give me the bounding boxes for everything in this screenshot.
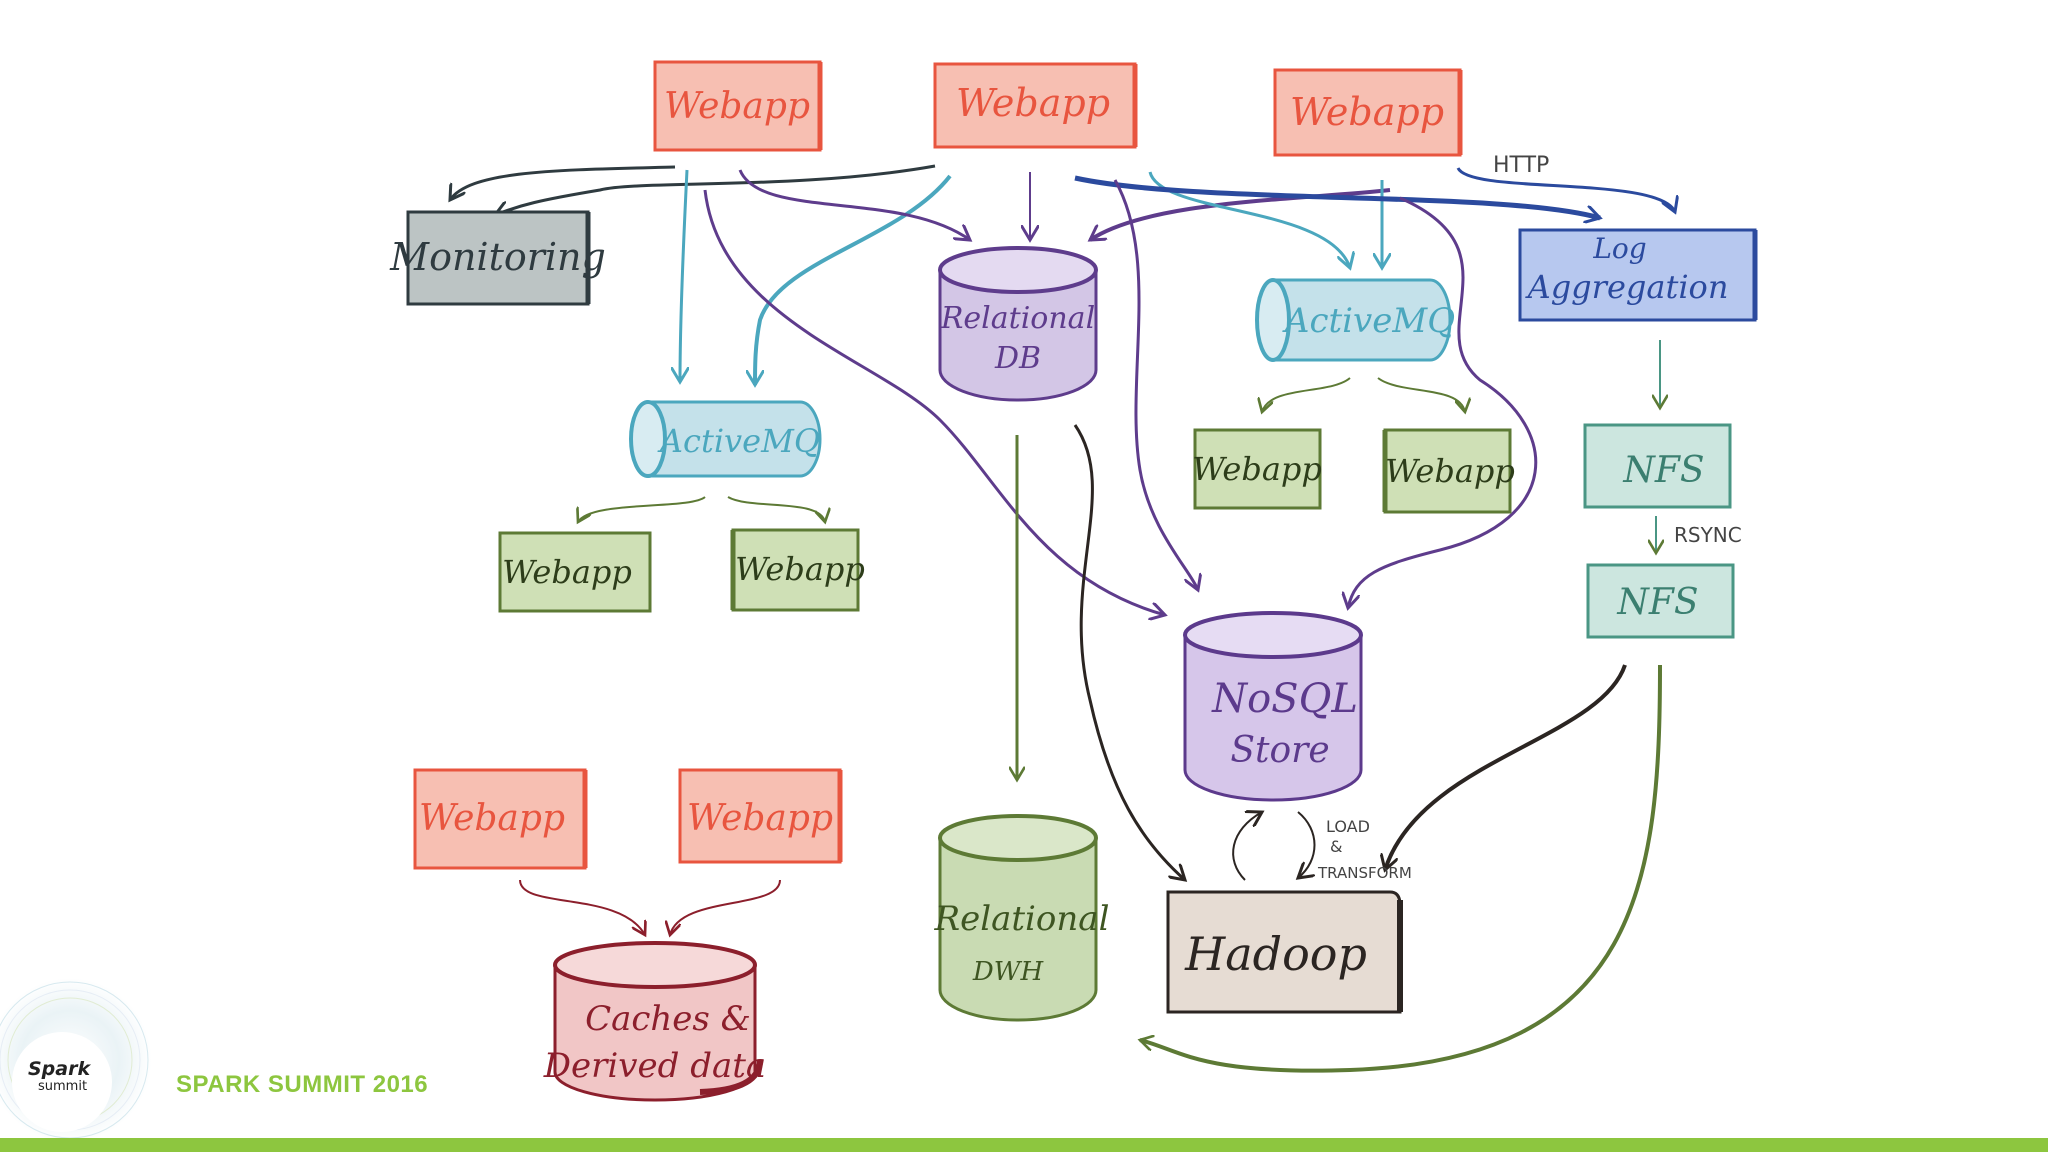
hadoop-label: Hadoop — [1184, 927, 1367, 981]
edge-nosql-hadoop-load — [1298, 811, 1316, 878]
edge-amql-webapp2 — [727, 496, 825, 522]
activemq-left-node: ActiveMQ — [629, 400, 822, 478]
edge-label-transform: TRANSFORM — [1317, 864, 1412, 882]
hadoop-node: Hadoop — [1166, 890, 1403, 1014]
edge-webapp2-logagg — [1074, 175, 1600, 218]
edge-amqr-webapp1 — [1262, 377, 1351, 412]
nosql-store-node: NoSQL Store — [1183, 611, 1363, 802]
edge-label-rsync: RSYNC — [1674, 523, 1742, 547]
edge-webapp3-reldb — [1090, 188, 1391, 242]
edge-webapp-b1-caches — [519, 879, 645, 935]
nfs-2-label: NFS — [1616, 582, 1698, 623]
webapp-bottom-1-label: Webapp — [419, 798, 565, 839]
edge-amqr-webapp2 — [1377, 377, 1465, 412]
edge-webapp3-nosql — [1348, 196, 1538, 608]
webapp-amq-right-1: Webapp — [1192, 428, 1322, 510]
relational-db-label-1: Relational — [940, 301, 1095, 336]
edge-webapp1-activemq-left — [680, 169, 687, 382]
edge-label-http: HTTP — [1493, 153, 1549, 178]
relational-db-node: Relational DB — [938, 246, 1098, 402]
edge-reldb-hadoop — [1073, 424, 1185, 880]
log-aggregation-label-1: Log — [1592, 232, 1646, 265]
log-aggregation-node: Log Aggregation — [1518, 228, 1758, 322]
logo-spark-text: Spark — [28, 1058, 91, 1080]
webapp-top-2-label: Webapp — [956, 81, 1110, 125]
edge-webapp1-monitoring — [450, 165, 676, 200]
activemq-right-node: ActiveMQ — [1255, 278, 1455, 362]
webapp-amq-right-2-label: Webapp — [1385, 452, 1515, 490]
nosql-label-1: NoSQL — [1211, 676, 1358, 722]
webapp-bottom-2: Webapp — [678, 768, 843, 864]
edge-webapp2-activemq-right — [1148, 171, 1350, 268]
edge-nfs-dwh — [1140, 664, 1662, 1073]
nfs-node-2: NFS — [1586, 563, 1735, 639]
webapp-bottom-2-label: Webapp — [687, 798, 833, 839]
spark-summit-logo-graphic — [0, 978, 152, 1142]
webapp-amq-left-2-label: Webapp — [735, 550, 865, 588]
webapp-top-3-label: Webapp — [1290, 90, 1444, 134]
webapp-amq-right-2: Webapp — [1382, 428, 1515, 514]
webapp-amq-right-1-label: Webapp — [1192, 450, 1322, 488]
nosql-label-2: Store — [1230, 730, 1329, 771]
webapp-amq-left-1: Webapp — [498, 531, 652, 613]
webapp-amq-left-1-label: Webapp — [502, 553, 632, 591]
spark-summit-logo: Spark summit — [28, 1060, 108, 1096]
edge-webapp3-logagg-http — [1456, 167, 1675, 212]
webapp-top-1: Webapp — [653, 60, 823, 152]
edge-nfs-hadoop — [1385, 664, 1627, 870]
monitoring-label: Monitoring — [389, 235, 606, 279]
caches-label-1: Caches & — [585, 999, 751, 1039]
monitoring-node: Monitoring — [389, 210, 606, 306]
webapp-bottom-1: Webapp — [413, 768, 588, 870]
edge-webapp1-reldb — [738, 169, 970, 240]
edge-webapp2-nosql — [1113, 179, 1198, 590]
caches-node: Caches & Derived data — [543, 941, 766, 1102]
edge-webapp1-nosql — [703, 189, 1165, 615]
edge-amql-webapp1 — [578, 496, 706, 522]
activemq-left-label: ActiveMQ — [657, 422, 820, 460]
nfs-1-label: NFS — [1622, 450, 1704, 491]
webapp-top-1-label: Webapp — [664, 86, 810, 127]
logo-summit-text: summit — [38, 1079, 88, 1094]
relational-db-label-2: DB — [994, 341, 1041, 376]
edge-webapp-b2-caches — [670, 879, 781, 935]
webapp-top-2: Webapp — [933, 62, 1138, 149]
event-label: SPARK SUMMIT 2016 — [176, 1071, 429, 1098]
webapp-top-3: Webapp — [1273, 68, 1463, 157]
nfs-node-1: NFS — [1583, 423, 1732, 509]
relational-dwh-label-1: Relational — [934, 899, 1110, 939]
edge-webapp2-monitoring — [495, 164, 936, 215]
edge-hadoop-nosql — [1232, 812, 1262, 881]
activemq-right-label: ActiveMQ — [1282, 301, 1455, 341]
relational-dwh-node: Relational DWH — [934, 814, 1110, 1022]
footer-bar — [0, 1138, 2048, 1152]
edge-label-and: & — [1330, 837, 1342, 856]
log-aggregation-label-2: Aggregation — [1525, 268, 1729, 306]
relational-dwh-label-2: DWH — [972, 957, 1045, 987]
edge-label-load: LOAD — [1326, 817, 1370, 836]
edges — [450, 164, 1675, 1073]
caches-label-2: Derived data — [543, 1046, 766, 1086]
webapp-amq-left-2: Webapp — [730, 528, 865, 612]
